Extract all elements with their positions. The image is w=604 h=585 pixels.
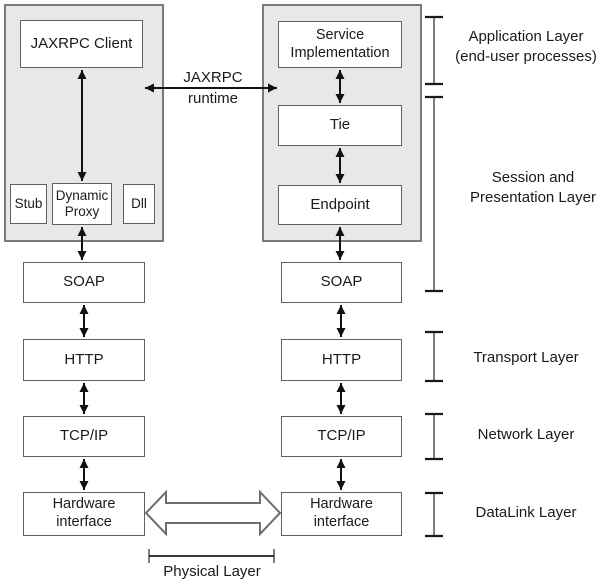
server-tcpip-box: TCP/IP [281, 416, 402, 457]
jaxrpc-runtime-label: JAXRPC runtime [167, 67, 259, 109]
session-layer-label-line2: Presentation Layer [470, 189, 596, 206]
stub-box: Stub [10, 184, 47, 224]
server-http-label: HTTP [321, 350, 362, 368]
client-http-box: HTTP [23, 339, 145, 381]
application-layer-label: Application Layer (end-user processes) [448, 27, 604, 67]
dll-box: Dll [123, 184, 155, 224]
datalink-layer-label: DataLink Layer [475, 504, 577, 521]
stub-label: Stub [14, 195, 43, 211]
service-implementation-box: Service Implementation [278, 21, 402, 68]
physical-layer-bracket-ticks [148, 549, 275, 563]
server-soap-box: SOAP [281, 262, 402, 303]
jaxrpc-client-box: JAXRPC Client [20, 20, 143, 68]
client-soap-box: SOAP [23, 262, 145, 303]
service-implementation-label-line1: Service [315, 26, 365, 43]
endpoint-label: Endpoint [310, 195, 370, 213]
session-presentation-layer-label: Session and Presentation Layer [448, 168, 604, 208]
dynamic-proxy-box: Dynamic Proxy [52, 183, 112, 225]
physical-layer-label: Physical Layer [163, 563, 261, 580]
tie-label: Tie [329, 116, 351, 134]
client-http-label: HTTP [64, 350, 104, 368]
server-hardware-interface-box: Hardware interface [281, 492, 402, 536]
server-http-box: HTTP [281, 339, 402, 381]
dynamic-proxy-label-line1: Dynamic [55, 187, 109, 203]
application-layer-label-line2: (end-user processes) [455, 48, 597, 65]
client-hardware-label-line1: Hardware [52, 496, 116, 513]
client-hardware-label-line2: interface [56, 514, 112, 530]
tie-box: Tie [278, 105, 402, 146]
client-tcpip-box: TCP/IP [23, 416, 145, 457]
client-tcpip-label: TCP/IP [59, 427, 109, 445]
server-soap-label: SOAP [320, 273, 363, 291]
service-implementation-label-line2: Implementation [290, 44, 390, 61]
client-soap-label: SOAP [63, 273, 105, 291]
layer-bracket-caps [425, 15, 443, 538]
session-layer-label-line1: Session and [491, 169, 575, 186]
jaxrpc-runtime-label-line1: JAXRPC [183, 69, 243, 86]
server-tcpip-label: TCP/IP [317, 427, 366, 445]
dynamic-proxy-label-line2: Proxy [64, 204, 100, 219]
client-hardware-interface-box: Hardware interface [23, 492, 145, 536]
application-layer-label-line1: Application Layer [468, 28, 584, 45]
server-hardware-label-line1: Hardware [310, 496, 373, 513]
jaxrpc-client-label: JAXRPC Client [30, 34, 133, 52]
network-layer-label: Network Layer [477, 426, 575, 443]
dll-label: Dll [131, 195, 147, 211]
endpoint-box: Endpoint [278, 185, 402, 225]
server-hardware-label-line2: interface [313, 514, 370, 530]
physical-link-arrow [144, 489, 282, 537]
jaxrpc-runtime-label-line2: runtime [187, 90, 239, 107]
transport-layer-label: Transport Layer [473, 349, 579, 366]
